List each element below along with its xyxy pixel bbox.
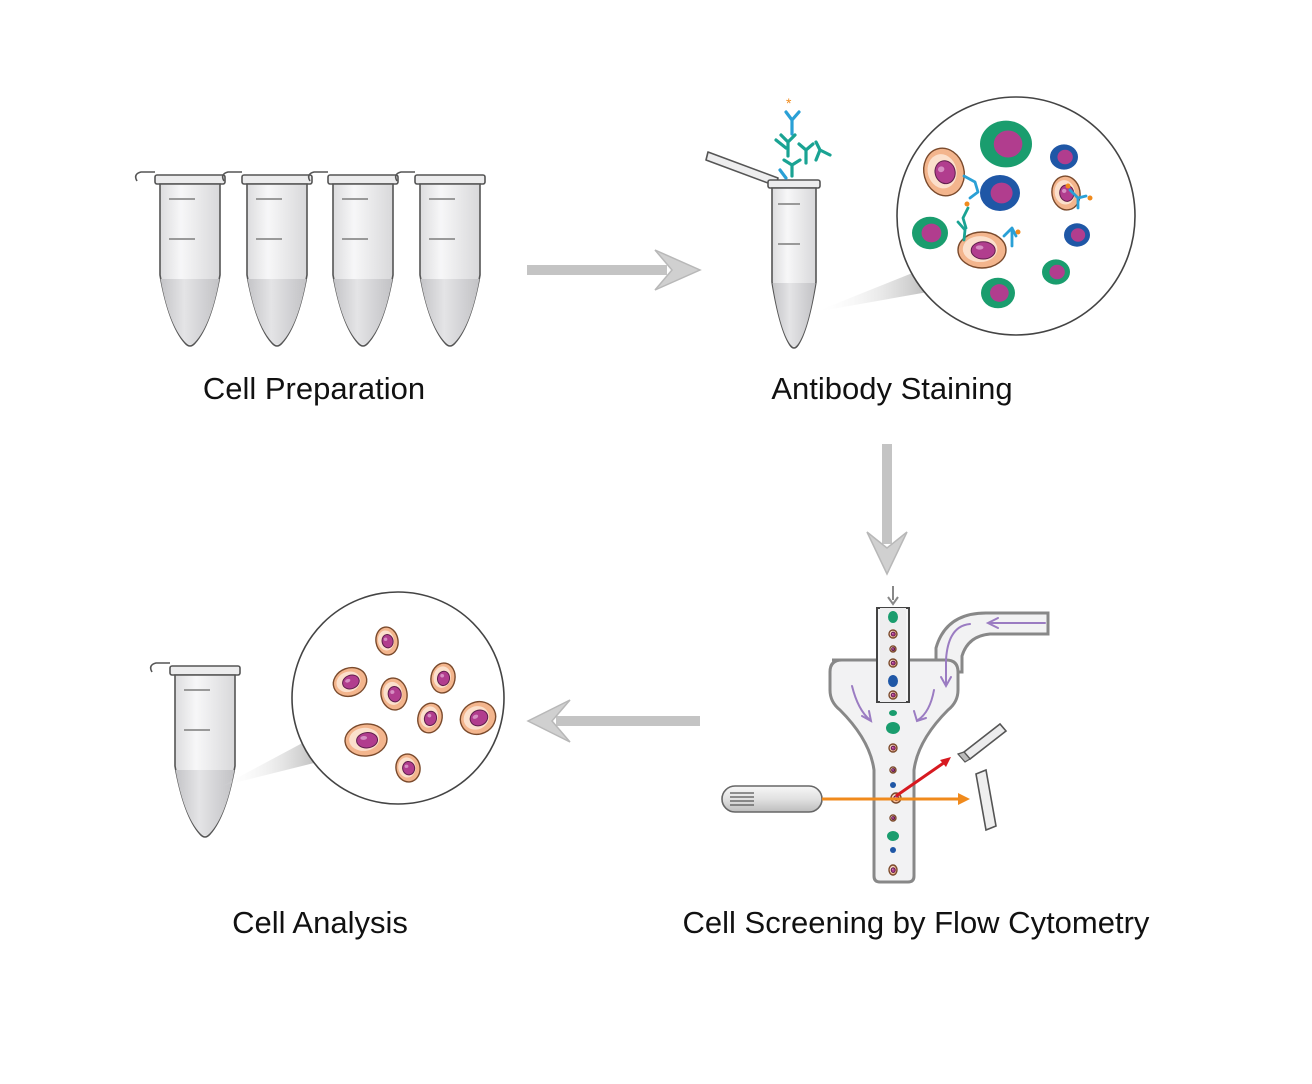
- step-label-antibody-staining: Antibody Staining: [771, 371, 1012, 406]
- cell: [888, 743, 898, 753]
- cell: [887, 831, 899, 841]
- cell: [889, 710, 897, 716]
- cell: [981, 277, 1015, 309]
- side-detector-icon: [956, 722, 1008, 763]
- cell: [889, 645, 897, 653]
- cell: [980, 120, 1032, 168]
- arrow-down: [866, 444, 908, 576]
- tube-2: [221, 171, 313, 347]
- cell: [980, 175, 1020, 211]
- flow-cytometer: [828, 586, 1050, 884]
- cell: [332, 666, 368, 698]
- cell: [912, 216, 948, 250]
- cell: [888, 690, 898, 700]
- analysis-tube: [149, 662, 241, 838]
- staining-tube: [705, 151, 821, 349]
- cell: [1042, 259, 1070, 285]
- cell: [888, 629, 898, 639]
- cell: [888, 658, 898, 668]
- tube-analysis: [149, 662, 241, 838]
- analysis-zoom-circle: [291, 591, 505, 805]
- arrow-left: [526, 699, 700, 743]
- arrow-right: [527, 249, 702, 291]
- tube-3: [307, 171, 399, 347]
- forward-detector-icon: [975, 768, 997, 832]
- step-label-cell-analysis: Cell Analysis: [232, 905, 408, 940]
- cell: [1050, 144, 1078, 170]
- tube-1: [134, 171, 226, 347]
- cell: [430, 662, 456, 694]
- magnification-beam: [222, 740, 318, 786]
- cell: [1064, 223, 1090, 247]
- cell: [890, 847, 896, 853]
- cell: [957, 231, 1007, 269]
- cell: [888, 864, 898, 876]
- cell: [380, 677, 408, 711]
- cell: [395, 753, 421, 783]
- cell: [888, 675, 898, 687]
- cell-preparation-tubes: [134, 171, 486, 347]
- cell: [889, 814, 897, 822]
- svg-text:*: *: [786, 95, 792, 111]
- step-label-flow-cytometry: Cell Screening by Flow Cytometry: [683, 905, 1150, 940]
- cell: [344, 723, 388, 757]
- cell: [890, 782, 896, 788]
- cell: [375, 626, 399, 656]
- cell: [923, 147, 965, 197]
- cell: [886, 722, 900, 734]
- cell: [459, 700, 497, 736]
- staining-zoom-circle: [896, 96, 1136, 336]
- cell: [417, 702, 443, 734]
- tube-4: [394, 171, 486, 347]
- step-label-cell-preparation: Cell Preparation: [203, 371, 425, 406]
- antibodies-icon: *: [774, 95, 832, 180]
- cell: [889, 766, 897, 774]
- cell: [888, 611, 898, 623]
- laser-icon: [721, 757, 970, 813]
- magnification-beam: [815, 270, 928, 312]
